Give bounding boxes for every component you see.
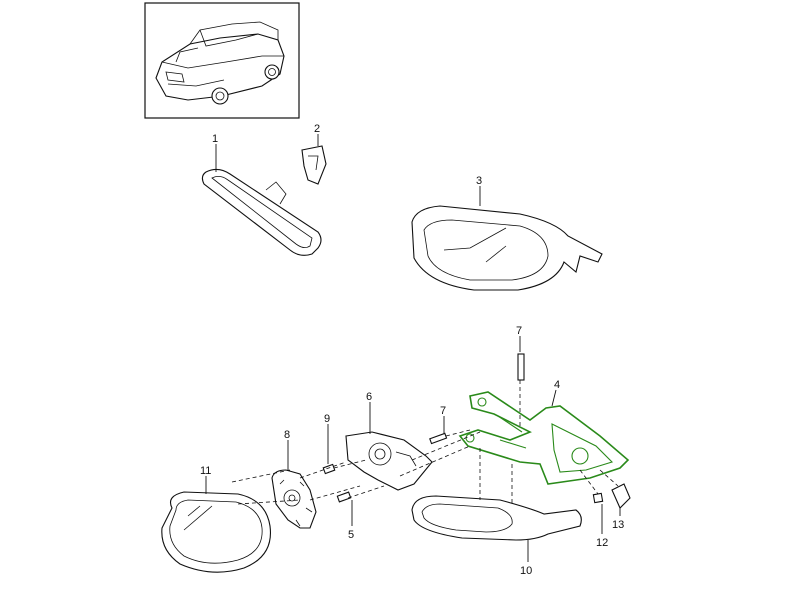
callout-2: 2 <box>314 123 320 135</box>
callout-6: 6 <box>366 391 372 403</box>
callout-labels: 1 2 3 4 5 6 7 7 8 9 10 11 12 13 <box>200 123 624 577</box>
exploded-alignment-lines <box>231 380 619 505</box>
callout-8: 8 <box>284 429 290 441</box>
vehicle-thumbnail <box>144 2 300 119</box>
part-6-adjuster-base <box>345 402 433 491</box>
part-9-screw <box>322 424 336 475</box>
callout-7-left: 7 <box>440 405 446 417</box>
callout-12: 12 <box>596 537 608 549</box>
car-icon <box>155 21 285 105</box>
part-1-interior-mirror <box>201 144 322 256</box>
callout-3: 3 <box>476 175 482 187</box>
callout-7-top: 7 <box>516 325 522 337</box>
part-3-mirror-housing-upper <box>411 186 603 291</box>
callout-13: 13 <box>612 519 624 531</box>
callout-5: 5 <box>348 529 354 541</box>
part-7-bolt-left <box>429 416 448 445</box>
callout-4: 4 <box>554 379 560 391</box>
part-5-screw <box>336 491 353 526</box>
part-11-mirror-glass <box>161 476 272 573</box>
part-8-glass-carrier <box>271 440 317 529</box>
callout-9: 9 <box>324 413 330 425</box>
part-13-clip <box>611 483 631 516</box>
part-4-mirror-bracket <box>458 389 630 485</box>
part-10-mirror-housing-lower <box>411 495 582 562</box>
callout-10: 10 <box>520 565 532 577</box>
part-7-bolt-top <box>517 336 525 381</box>
callout-1: 1 <box>212 133 218 145</box>
callout-11: 11 <box>200 465 211 477</box>
part-12-screw <box>592 492 604 534</box>
part-2-mirror-cover <box>301 134 327 185</box>
